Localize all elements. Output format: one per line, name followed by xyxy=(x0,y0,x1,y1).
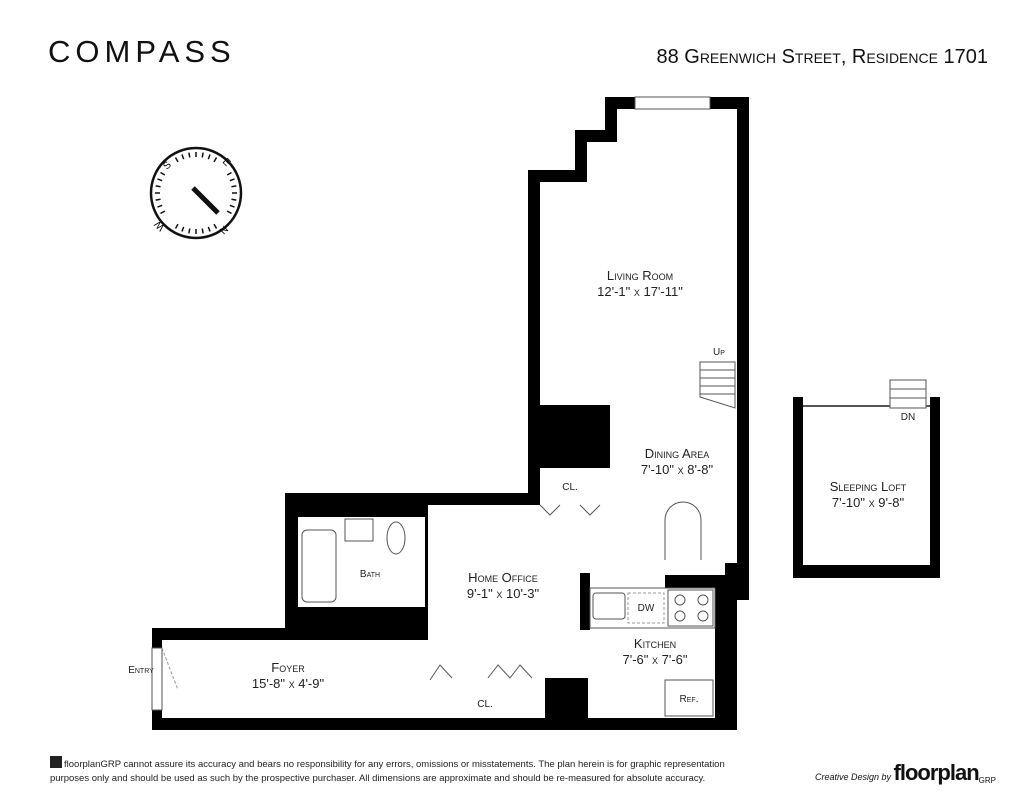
room-dims: 12'-1" x 17'-11" xyxy=(597,284,683,299)
room-name: Foyer xyxy=(271,660,305,675)
compass-tick xyxy=(201,152,204,158)
disclaimer: floorplanGRP cannot assure its accuracy … xyxy=(50,756,750,786)
walls xyxy=(151,96,749,730)
room-name: Dining Area xyxy=(644,446,710,461)
room-dims: 7'-10" x 8'-8" xyxy=(640,462,714,477)
compass-tick xyxy=(213,157,218,163)
compass-tick xyxy=(207,226,211,232)
stair-down-label: DN xyxy=(900,412,916,423)
credit-brand: floorplan xyxy=(893,760,980,785)
room-name: Living Room xyxy=(606,268,674,283)
bathtub xyxy=(301,529,337,603)
stair-up xyxy=(699,361,736,409)
compass-tick xyxy=(201,228,204,234)
compass-tick xyxy=(160,210,166,215)
compass-tick xyxy=(155,185,161,188)
compass-tick xyxy=(157,178,163,182)
disclaimer-line: floorplanGRP cannot assure its accuracy … xyxy=(64,759,725,770)
toilet xyxy=(386,521,406,555)
credit-prefix: Creative Design by xyxy=(814,772,892,782)
sleeping-loft-walls xyxy=(793,379,940,578)
compass-tick xyxy=(160,171,166,176)
stair-up-label: Up xyxy=(713,347,725,358)
refrigerator-label: Ref. xyxy=(679,694,699,705)
room-bath: Bath xyxy=(359,569,381,580)
room-dims: 7'-10" x 9'-8" xyxy=(831,495,905,510)
compass-tick xyxy=(226,210,232,215)
disclaimer-line: purposes only and should be used as such… xyxy=(50,773,706,784)
dining-table xyxy=(664,501,702,560)
compass-tick xyxy=(155,198,161,201)
compass-tick xyxy=(181,226,185,232)
closet-label: CL. xyxy=(562,482,578,493)
compass-tick xyxy=(229,204,235,208)
compass-tick xyxy=(207,154,211,160)
compass-tick xyxy=(231,185,237,188)
room-name: Sleeping Loft xyxy=(829,479,907,494)
compass-tick xyxy=(229,178,235,182)
credit-suffix: GRP xyxy=(978,775,996,785)
compass-tick xyxy=(231,198,237,201)
brand-logo: COMPASS xyxy=(48,34,236,69)
entry-label: Entry xyxy=(128,665,154,676)
room-name: Kitchen xyxy=(633,636,677,651)
compass-tick xyxy=(174,223,179,229)
compass-icon: S W N E xyxy=(149,146,243,240)
compass-tick xyxy=(174,157,179,163)
dishwasher-label: DW xyxy=(637,603,655,614)
compass-tick xyxy=(226,171,232,176)
kitchen-counter xyxy=(589,587,716,717)
compass-tick xyxy=(188,152,191,158)
compass-tick xyxy=(188,228,191,234)
room-dims: 7'-6" x 7'-6" xyxy=(622,652,688,667)
bath-sink xyxy=(344,518,374,542)
compass-tick xyxy=(181,154,185,160)
equal-housing-icon xyxy=(50,756,62,768)
compass-tick xyxy=(157,204,163,208)
room-dims: 15'-8" x 4'-9" xyxy=(251,676,325,691)
address-title: 88 Greenwich Street, Residence 1701 xyxy=(656,46,988,68)
closet-label: CL. xyxy=(477,699,493,710)
credit: Creative Design by floorplanGRP xyxy=(815,760,996,786)
room-dims: 9'-1" x 10'-3" xyxy=(466,586,540,601)
room-name: Home Office xyxy=(468,570,538,585)
compass-tick xyxy=(213,223,218,229)
